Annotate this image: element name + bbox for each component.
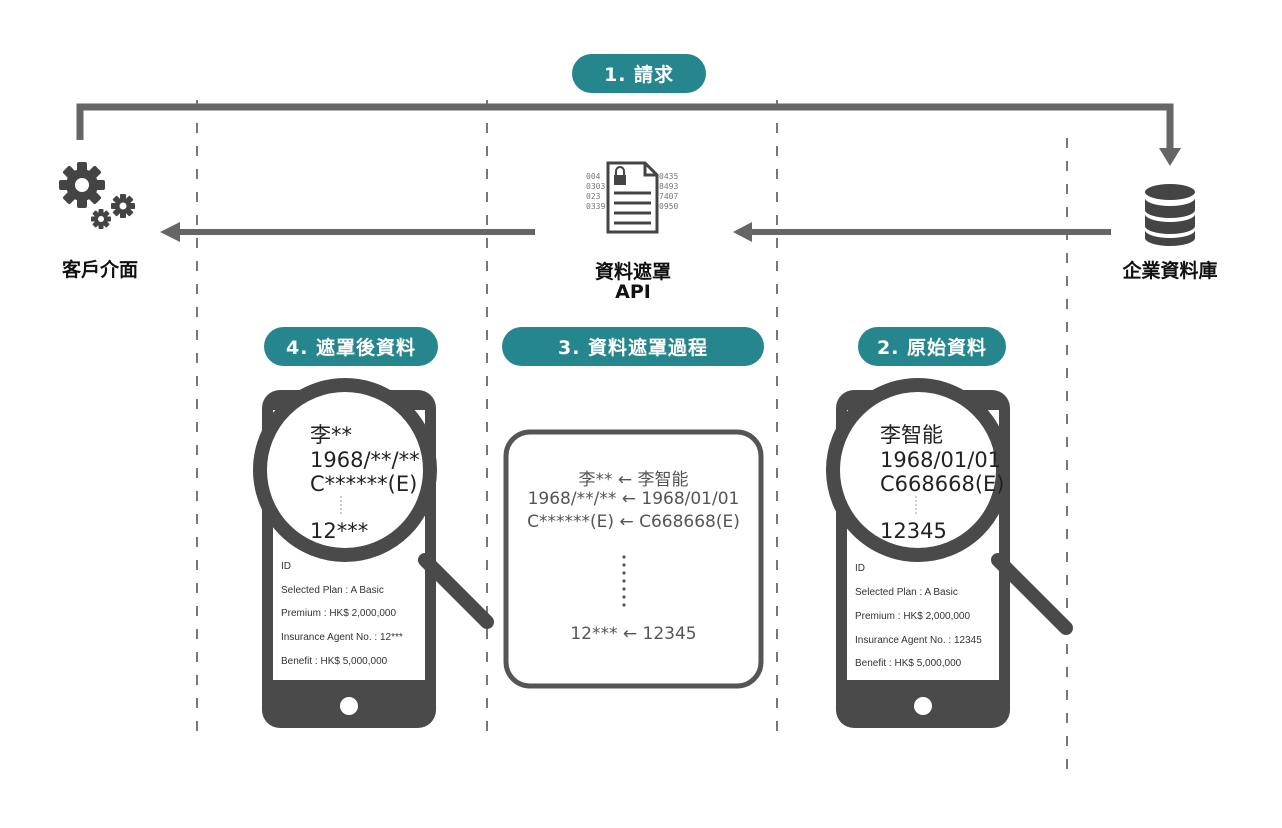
process-box <box>503 429 764 689</box>
masked-agent: 12*** <box>310 519 369 543</box>
raw-dob: 1968/01/01 <box>880 448 1002 472</box>
masked-dob: 1968/**/** <box>310 448 420 472</box>
raw-magnifier <box>826 378 1073 635</box>
masked-phone-plan: Selected Plan : A Basic <box>281 585 384 596</box>
gears-icon <box>59 162 135 229</box>
return-arrowhead-1 <box>733 222 752 242</box>
raw-phone-plan: Selected Plan : A Basic <box>855 587 958 598</box>
raw-phone-id-stub: ID <box>855 563 865 574</box>
process-name: 李** ← 李智能 <box>578 470 689 490</box>
database-label: 企業資料庫 <box>1122 260 1218 282</box>
raw-id: C668668(E) <box>880 472 1005 496</box>
masked-phone-agent: Insurance Agent No. : 12*** <box>281 632 403 643</box>
masked-phone-premium: Premium : HK$ 2,000,000 <box>281 608 397 619</box>
api-label-line1: 資料遮罩 <box>594 261 671 283</box>
raw-phone-premium: Premium : HK$ 2,000,000 <box>855 611 971 622</box>
api-label-line2: API <box>615 281 651 303</box>
client-label: 客戶介面 <box>61 259 138 281</box>
masked-phone-id-stub: ID <box>281 561 291 572</box>
step-masked-data-pill: 4. 遮罩後資料 <box>264 327 438 366</box>
step-request-pill: 1. 請求 <box>572 54 706 93</box>
column-dividers <box>196 100 1068 780</box>
request-arrowhead <box>1159 148 1181 166</box>
step-raw-data-pill: 2. 原始資料 <box>858 327 1006 366</box>
raw-phone-benefit: Benefit : HK$ 5,000,000 <box>855 658 962 669</box>
process-dob: 1968/**/** ← 1968/01/01 <box>527 489 740 509</box>
step-masking-process-pill: 3. 資料遮罩過程 <box>502 327 764 366</box>
raw-name: 李智能 <box>880 423 943 447</box>
process-dots <box>622 555 626 607</box>
secure-document-icon <box>606 161 659 234</box>
request-arrow <box>76 103 1174 152</box>
raw-agent: 12345 <box>880 519 947 543</box>
api-code-left: 004 0303 023 0339 <box>586 172 606 211</box>
raw-phone-agent: Insurance Agent No. : 12345 <box>855 635 982 646</box>
return-arrowhead-2 <box>160 222 180 242</box>
database-icon <box>1145 184 1195 246</box>
process-agent: 12*** ← 12345 <box>570 624 697 644</box>
masked-phone-benefit: Benefit : HK$ 5,000,000 <box>281 656 388 667</box>
process-id: C******(E) ← C668668(E) <box>527 512 740 532</box>
masked-magnifier <box>253 378 494 629</box>
masked-name: 李** <box>310 423 352 447</box>
masked-id: C******(E) <box>310 472 418 496</box>
api-code-right: 0435 8493 7407 0950 <box>659 172 679 211</box>
